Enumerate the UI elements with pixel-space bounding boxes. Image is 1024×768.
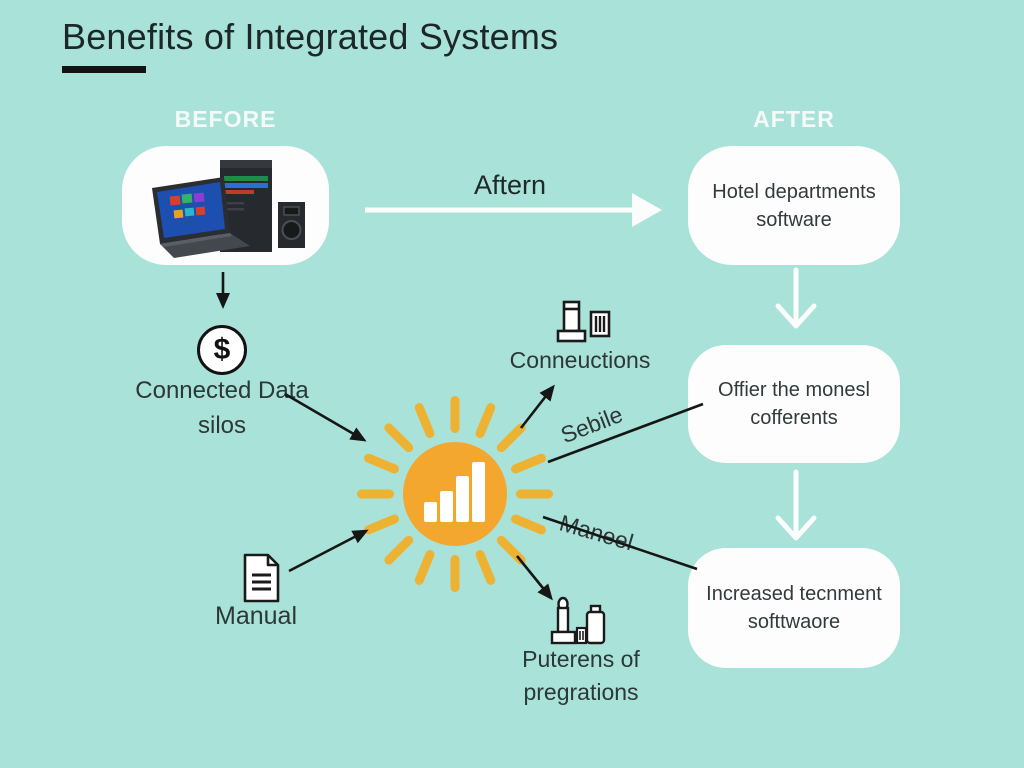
computer-workstation-image bbox=[152, 160, 305, 258]
flow-arrow-label: Aftern bbox=[473, 170, 547, 200]
column-heading-before: BEFORE bbox=[174, 106, 277, 132]
puterens-bottles-icon bbox=[550, 596, 606, 645]
manual-document-icon bbox=[243, 553, 280, 603]
down-arrow-hotel-to-offier bbox=[775, 267, 817, 329]
laptop-base bbox=[160, 233, 250, 258]
sun-core bbox=[403, 442, 507, 546]
title-underline bbox=[62, 66, 146, 73]
manual-label: Manual bbox=[215, 602, 297, 630]
conneuctions-label: Conneuctions bbox=[509, 347, 651, 373]
dollar-icon: $ bbox=[197, 325, 247, 375]
down-arrow-offier-to-increased bbox=[775, 469, 817, 541]
conneuctions-tower-barcode-icon bbox=[556, 300, 611, 343]
puterens-label: Puterens of pregrations bbox=[522, 646, 640, 706]
page-title: Benefits of Integrated Systems bbox=[62, 16, 559, 57]
sebile-label: Sebile bbox=[557, 400, 627, 449]
computer-image-card bbox=[122, 146, 329, 265]
bar-chart-glyph bbox=[424, 462, 485, 522]
increased-tecnment-box: Increased tecnment softtwaore bbox=[688, 548, 900, 668]
offier-monesl-box: Offier the monesl cofferents bbox=[688, 345, 900, 463]
connected-data-silos-label: Connected Data silos bbox=[135, 377, 309, 439]
sun-bar-chart-icon bbox=[357, 396, 553, 592]
column-heading-after: AFTER bbox=[753, 106, 835, 132]
maneel-label: Maneel bbox=[556, 509, 637, 556]
hotel-departments-box: Hotel departments software bbox=[688, 146, 900, 265]
